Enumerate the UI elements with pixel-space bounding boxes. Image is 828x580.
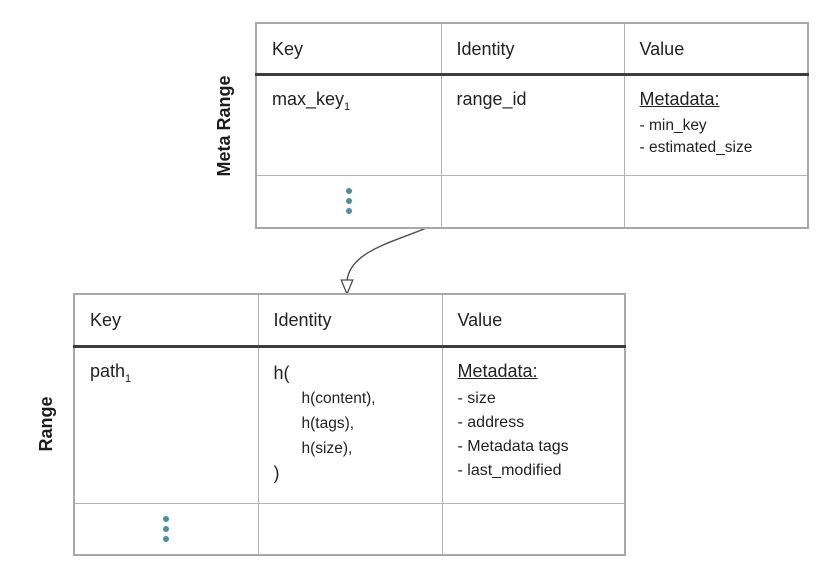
meta-range-header-key: Key	[255, 22, 442, 76]
range-table: Key Identity Value path1 h( h(content), …	[73, 293, 626, 556]
meta-range-key-text: max_key	[272, 88, 345, 109]
vertical-ellipsis-icon	[75, 515, 257, 542]
empty-cell	[441, 502, 626, 556]
range-identity-cell: h( h(content), h(tags), h(size), )	[257, 345, 443, 504]
empty-cell	[440, 174, 625, 229]
meta-range-header-row: Key Identity Value	[255, 22, 809, 76]
meta-range-side-label: Meta Range	[214, 75, 234, 177]
range-value-heading: Metadata:	[457, 360, 538, 381]
meta-range-identity-cell: range_id	[440, 73, 625, 176]
ellipsis-dot	[163, 535, 170, 542]
meta-range-value-cell: Metadata: - min_key - estimated_size	[623, 73, 809, 176]
range-value-item: - Metadata tags	[457, 437, 569, 455]
meta-range-table: Key Identity Value max_key1 range_id Met…	[255, 22, 809, 229]
identity-hash-line: h(	[273, 362, 290, 383]
range-value-item: - size	[457, 389, 496, 407]
meta-range-data-row: max_key1 range_id Metadata: - min_key - …	[255, 73, 809, 176]
meta-range-header-identity: Identity	[440, 22, 625, 76]
range-header-value: Value	[441, 293, 626, 348]
range-key-subscript: 1	[125, 372, 132, 385]
meta-range-key-subscript: 1	[344, 100, 351, 113]
empty-cell	[623, 174, 809, 229]
meta-range-header-value: Value	[623, 22, 809, 76]
range-value-cell: Metadata: - size - address - Metadata ta…	[441, 345, 626, 504]
range-header-key: Key	[73, 293, 259, 348]
identity-hash-line: h(tags),	[301, 414, 355, 432]
meta-range-key-cell: max_key1	[255, 73, 442, 176]
meta-range-ellipsis-row	[255, 174, 809, 229]
range-data-row: path1 h( h(content), h(tags), h(size), )…	[73, 345, 626, 504]
range-ellipsis-cell	[73, 502, 259, 556]
range-key-text: path	[90, 360, 126, 381]
meta-range-ellipsis-cell	[255, 174, 442, 229]
range-header-identity: Identity	[257, 293, 443, 348]
range-key-cell: path1	[73, 345, 259, 504]
meta-range-value-item: - estimated_size	[639, 138, 753, 156]
arrow-head-icon	[340, 279, 354, 296]
range-ellipsis-row	[73, 502, 626, 556]
identity-hash-line: )	[273, 462, 280, 483]
range-value-item: - last_modified	[457, 461, 562, 479]
ellipsis-dot	[345, 198, 352, 205]
range-value-item: - address	[457, 413, 525, 431]
meta-range-value-heading: Metadata:	[639, 88, 720, 109]
ellipsis-dot	[345, 188, 352, 195]
identity-hash-line: h(content),	[301, 389, 376, 407]
identity-hash-line: h(size),	[301, 439, 353, 457]
empty-cell	[257, 502, 443, 556]
vertical-ellipsis-icon	[257, 188, 440, 215]
ellipsis-dot	[345, 208, 352, 215]
ellipsis-dot	[163, 515, 170, 522]
ellipsis-dot	[163, 525, 170, 532]
range-side-label: Range	[36, 396, 56, 452]
meta-range-value-item: - min_key	[639, 116, 707, 134]
range-header-row: Key Identity Value	[73, 293, 626, 348]
